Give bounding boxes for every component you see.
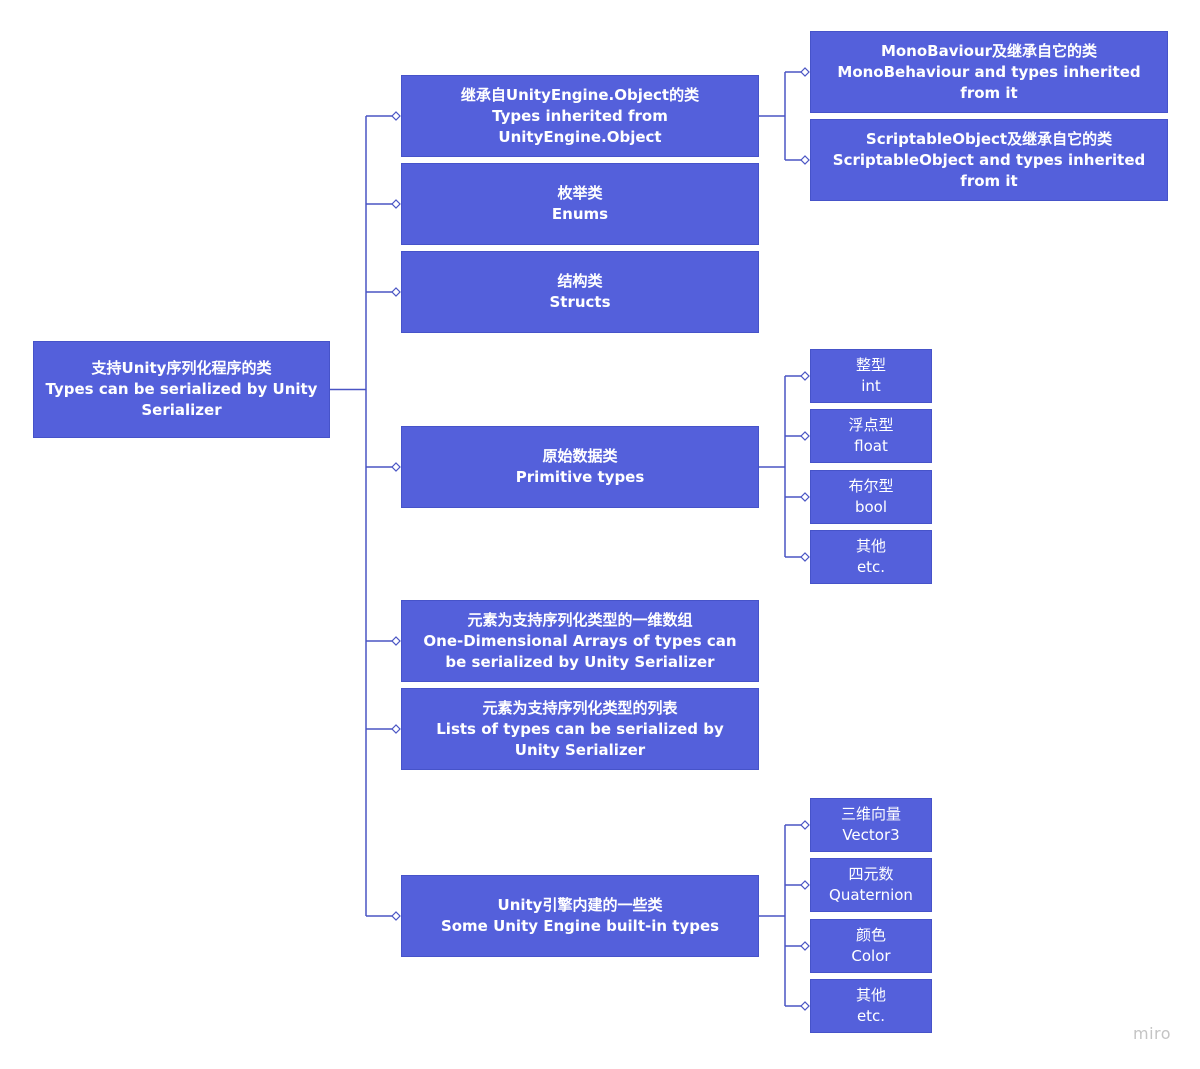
- leaf-zh: 其他: [855, 986, 886, 1004]
- category-zh: Unity引擎内建的一些类: [497, 896, 663, 914]
- connector-endpoint-diamond: [800, 1001, 810, 1011]
- category-built-in-types[interactable]: Unity引擎内建的一些类 Some Unity Engine built-in…: [401, 875, 759, 957]
- leaf-monobehaviour[interactable]: MonoBaviour及继承自它的类 MonoBehaviour and typ…: [810, 31, 1168, 113]
- leaf-zh: 浮点型: [848, 416, 894, 434]
- category-primitive-types[interactable]: 原始数据类 Primitive types: [401, 426, 759, 508]
- category-arrays[interactable]: 元素为支持序列化类型的一维数组 One-Dimensional Arrays o…: [401, 600, 759, 682]
- miro-watermark: miro: [1133, 1024, 1172, 1043]
- leaf-en: Color: [851, 947, 891, 965]
- category-zh: 继承自UnityEngine.Object的类: [460, 85, 700, 104]
- leaf-en: MonoBehaviour and types inherited from i…: [837, 62, 1141, 102]
- leaf-en: etc.: [856, 558, 886, 576]
- leaf-en: etc.: [856, 1007, 886, 1025]
- leaf-en: ScriptableObject and types inherited fro…: [832, 150, 1146, 190]
- connector-endpoint-diamond: [391, 636, 401, 646]
- category-en: Some Unity Engine built-in types: [440, 917, 720, 935]
- connector-endpoint-diamond: [800, 552, 810, 562]
- category-zh: 元素为支持序列化类型的一维数组: [467, 610, 693, 629]
- root-node[interactable]: 支持Unity序列化程序的类 Types can be serialized b…: [33, 341, 330, 438]
- leaf-zh: 其他: [855, 537, 886, 555]
- category-en: Primitive types: [515, 468, 645, 486]
- connector-endpoint-diamond: [391, 462, 401, 472]
- category-lists[interactable]: 元素为支持序列化类型的列表 Lists of types can be seri…: [401, 688, 759, 770]
- leaf-en: Vector3: [842, 826, 900, 844]
- connector-endpoint-diamond: [800, 67, 810, 77]
- leaf-en: float: [854, 437, 888, 455]
- category-en: Lists of types can be serialized by Unit…: [436, 719, 724, 759]
- connector-endpoint-diamond: [391, 911, 401, 921]
- category-zh: 元素为支持序列化类型的列表: [482, 698, 678, 717]
- connector-endpoint-diamond: [800, 820, 810, 830]
- connector-endpoint-diamond: [391, 111, 401, 121]
- connector-endpoint-diamond: [800, 371, 810, 381]
- category-en: One-Dimensional Arrays of types can be s…: [423, 631, 737, 671]
- category-structs[interactable]: 结构类 Structs: [401, 251, 759, 333]
- leaf-zh: 四元数: [848, 865, 894, 883]
- connector-endpoint-diamond: [800, 431, 810, 441]
- category-en: Enums: [551, 205, 609, 223]
- leaf-zh: 整型: [855, 356, 886, 374]
- connector-endpoint-diamond: [391, 724, 401, 734]
- category-zh: 结构类: [557, 272, 603, 290]
- category-en: Structs: [549, 293, 611, 311]
- leaf-etc[interactable]: 其他 etc.: [810, 979, 932, 1033]
- leaf-float[interactable]: 浮点型 float: [810, 409, 932, 463]
- connector-endpoint-diamond: [391, 199, 401, 209]
- leaf-scriptableobject[interactable]: ScriptableObject及继承自它的类 ScriptableObject…: [810, 119, 1168, 201]
- leaf-en: bool: [854, 498, 888, 516]
- connector-endpoint-diamond: [800, 492, 810, 502]
- connector-endpoint-diamond: [800, 155, 810, 165]
- root-node-zh: 支持Unity序列化程序的类: [91, 359, 272, 377]
- leaf-zh: MonoBaviour及继承自它的类: [880, 41, 1098, 60]
- leaf-en: Quaternion: [829, 886, 913, 904]
- leaf-en: int: [861, 377, 881, 395]
- leaf-quaternion[interactable]: 四元数 Quaternion: [810, 858, 932, 912]
- category-zh: 原始数据类: [542, 447, 618, 465]
- connector-endpoint-diamond: [800, 941, 810, 951]
- connector-endpoint-diamond: [800, 880, 810, 890]
- category-enums[interactable]: 枚举类 Enums: [401, 163, 759, 245]
- leaf-zh: 布尔型: [848, 477, 894, 495]
- leaf-color[interactable]: 颜色 Color: [810, 919, 932, 973]
- category-unityengine-object[interactable]: 继承自UnityEngine.Object的类 Types inherited …: [401, 75, 759, 157]
- leaf-etc[interactable]: 其他 etc.: [810, 530, 932, 584]
- leaf-zh: 三维向量: [840, 805, 901, 823]
- leaf-int[interactable]: 整型 int: [810, 349, 932, 403]
- leaf-zh: ScriptableObject及继承自它的类: [865, 129, 1113, 148]
- root-node-en: Types can be serialized by Unity Seriali…: [45, 380, 318, 419]
- leaf-zh: 颜色: [855, 926, 886, 944]
- connector-endpoint-diamond: [391, 287, 401, 297]
- category-zh: 枚举类: [557, 184, 603, 202]
- leaf-vector3[interactable]: 三维向量 Vector3: [810, 798, 932, 852]
- leaf-bool[interactable]: 布尔型 bool: [810, 470, 932, 524]
- category-en: Types inherited from UnityEngine.Object: [492, 106, 668, 146]
